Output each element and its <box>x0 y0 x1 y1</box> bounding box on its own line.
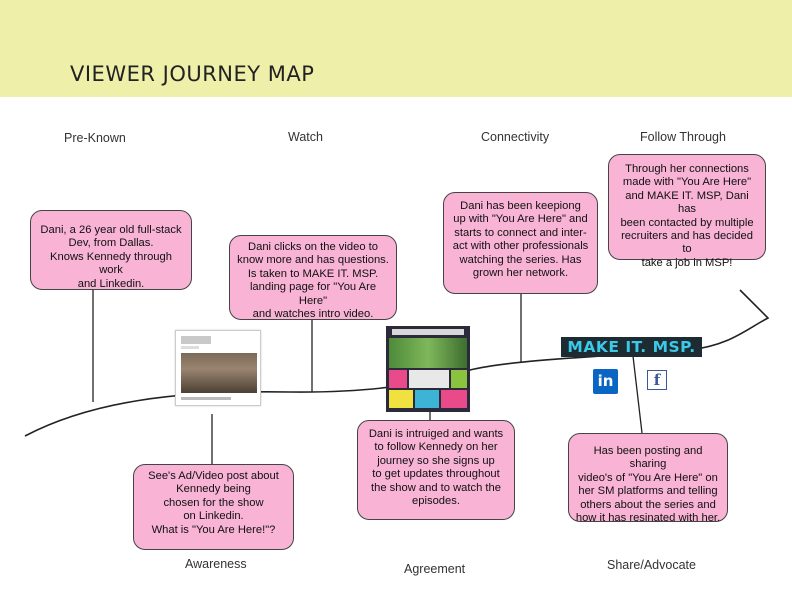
site-tile <box>441 390 467 408</box>
post-photo <box>181 353 257 393</box>
note-connectivity: Dani has been keepiong up with "You Are … <box>443 192 598 294</box>
header-banner: VIEWER JOURNEY MAP <box>0 0 792 97</box>
site-tile <box>389 370 407 388</box>
stage-share-advocate: Share/Advocate <box>607 558 696 572</box>
make-it-msp-logo: MAKE IT. MSP. <box>561 337 702 357</box>
post-header <box>181 336 211 344</box>
note-pre-known: Dani, a 26 year old full-stack Dev, from… <box>30 210 192 290</box>
site-tile <box>389 390 413 408</box>
post-subheader <box>181 346 199 349</box>
landing-page-thumbnail <box>386 326 470 412</box>
stage-follow-through: Follow Through <box>640 130 726 144</box>
note-watch: Dani clicks on the video to know more an… <box>229 235 397 320</box>
note-share-advocate: Has been posting and sharing video's of … <box>568 433 728 524</box>
site-hero <box>389 338 467 368</box>
stage-awareness: Awareness <box>185 557 247 571</box>
site-tile <box>409 370 449 388</box>
linkedin-post-thumbnail <box>175 330 261 406</box>
site-tile <box>415 390 439 408</box>
note-follow-through: Through her connections made with "You A… <box>608 154 766 269</box>
stage-pre-known: Pre-Known <box>64 131 126 145</box>
stage-watch: Watch <box>288 130 323 144</box>
site-nav <box>392 329 464 335</box>
linkedin-icon: in <box>593 369 618 394</box>
page-title: VIEWER JOURNEY MAP <box>70 62 315 86</box>
stage-connectivity: Connectivity <box>481 130 550 144</box>
note-agreement: Dani is intruiged and wants to follow Ke… <box>357 420 515 520</box>
facebook-icon: f <box>647 370 667 390</box>
stage-agreement: Agreement <box>404 562 466 576</box>
note-awareness: See's Ad/Video post about Kennedy being … <box>133 464 294 550</box>
connector-share <box>632 355 643 434</box>
site-tile <box>451 370 467 388</box>
post-caption <box>181 397 231 400</box>
